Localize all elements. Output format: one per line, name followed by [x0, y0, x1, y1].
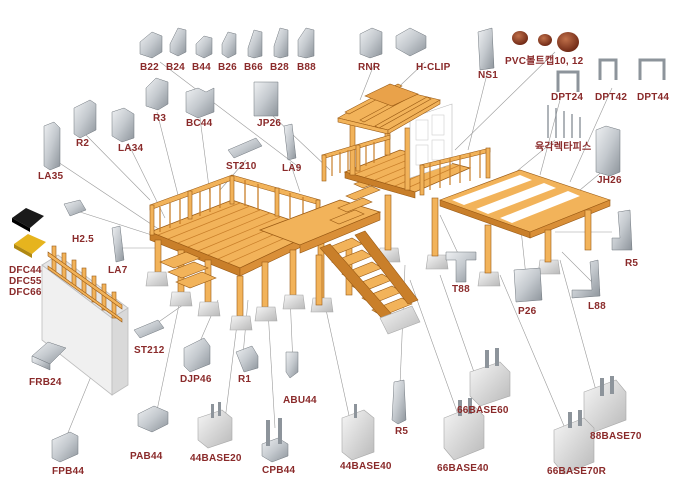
label-base-44-40: 44BASE40 — [340, 461, 392, 472]
label-fpb44: FPB44 — [52, 466, 85, 477]
r3-icon — [145, 77, 169, 111]
base-44-40-icon — [341, 404, 375, 461]
base-66-40-icon — [443, 398, 485, 461]
r5-lower-icon — [391, 379, 407, 425]
cpb44-icon — [261, 418, 289, 463]
label-b26: B26 — [218, 62, 237, 73]
la35-icon — [43, 121, 61, 171]
label-r5: R5 — [625, 258, 639, 269]
label-r1: R1 — [238, 374, 252, 385]
footings — [145, 247, 561, 331]
r2-icon — [73, 99, 97, 139]
p26-icon — [513, 267, 543, 303]
djp46-icon — [183, 337, 211, 373]
label-base-88-70: 88BASE70 — [590, 431, 642, 442]
label-frb24: FRB24 — [29, 377, 62, 388]
label-dpt42: DPT42 — [595, 92, 628, 103]
label-b22: B22 — [140, 62, 159, 73]
label-b28: B28 — [270, 62, 289, 73]
label-base-66-70r: 66BASE70R — [547, 466, 607, 477]
lower-left-deck — [148, 174, 325, 317]
jp26-icon — [253, 81, 279, 117]
label-b66: B66 — [244, 62, 263, 73]
dpt-icons — [556, 58, 666, 92]
label-st210: ST210 — [226, 161, 257, 172]
fence-on-wall — [47, 245, 123, 323]
label-la7: LA7 — [108, 265, 128, 276]
st212-icon — [133, 319, 165, 339]
base-66-70r-icon — [553, 410, 595, 475]
abu44-icon — [285, 351, 299, 379]
pvc-bolt-cap-icon — [512, 31, 579, 52]
rnr-icon — [359, 27, 383, 59]
label-b44: B44 — [192, 62, 211, 73]
label-h-clip: H-CLIP — [416, 62, 451, 73]
label-p26: P26 — [518, 306, 537, 317]
label-l88: L88 — [588, 301, 606, 312]
label-r5-lower: R5 — [395, 426, 409, 437]
label-ns1: NS1 — [478, 70, 499, 81]
main-stairs — [319, 230, 421, 335]
label-dpt24: DPT24 — [551, 92, 584, 103]
pab44-icon — [137, 405, 169, 433]
la7-icon — [111, 225, 125, 263]
la34-icon — [111, 107, 135, 143]
label-dfc44: DFC44 — [9, 265, 42, 276]
label-hex-lag-screw: 육각렉타피스 — [535, 142, 592, 153]
label-jp26: JP26 — [257, 118, 282, 129]
h-clip-icon — [395, 27, 427, 57]
label-cpb44: CPB44 — [262, 465, 296, 476]
label-base-44-20: 44BASE20 — [190, 453, 242, 464]
label-pab44: PAB44 — [130, 451, 163, 462]
label-rnr: RNR — [358, 62, 381, 73]
label-b88: B88 — [297, 62, 316, 73]
label-abu44: ABU44 — [283, 395, 317, 406]
label-bc44: BC44 — [186, 118, 213, 129]
label-st212: ST212 — [134, 345, 165, 356]
right-joist-frame — [439, 169, 611, 274]
ns1-icon — [477, 27, 495, 71]
jh26-icon — [595, 125, 621, 177]
label-t88: T88 — [452, 284, 470, 295]
dfc55-icon — [14, 234, 46, 258]
label-dpt44: DPT44 — [637, 92, 670, 103]
bc44-icon — [185, 87, 215, 119]
label-r3: R3 — [153, 113, 167, 124]
frb24-icon — [31, 341, 67, 371]
bracket-icons-top — [139, 27, 315, 59]
fpb44-icon — [51, 431, 79, 463]
label-base-66-40: 66BASE40 — [437, 463, 489, 474]
deck-structure — [41, 83, 611, 396]
label-djp46: DJP46 — [180, 374, 212, 385]
l88-icon — [571, 259, 601, 299]
t88-icon — [445, 251, 477, 283]
r5-icon — [611, 209, 633, 251]
pergola-deck — [321, 83, 491, 257]
label-pvc-bolt-cap: PVC볼트캡10, 12 — [505, 56, 584, 67]
base-66-60-icon — [469, 348, 511, 407]
label-dfc66: DFC66 — [9, 287, 42, 298]
h25-icon — [63, 199, 87, 217]
dfc44-icon — [12, 208, 44, 232]
r1-icon — [235, 345, 259, 373]
label-dfc55: DFC55 — [9, 276, 42, 287]
label-r2: R2 — [76, 138, 90, 149]
la9-icon — [283, 123, 297, 161]
hex-lag-screw-icon — [547, 105, 581, 138]
base-44-20-icon — [197, 402, 233, 449]
label-jh26: JH26 — [597, 175, 622, 186]
label-la35: LA35 — [38, 171, 64, 182]
label-b24: B24 — [166, 62, 185, 73]
label-h25: H2.5 — [72, 234, 94, 245]
label-base-66-60: 66BASE60 — [457, 405, 509, 416]
label-la34: LA34 — [118, 143, 144, 154]
base-88-70-icon — [583, 376, 627, 433]
st210-icon — [227, 137, 263, 159]
label-la9: LA9 — [282, 163, 302, 174]
